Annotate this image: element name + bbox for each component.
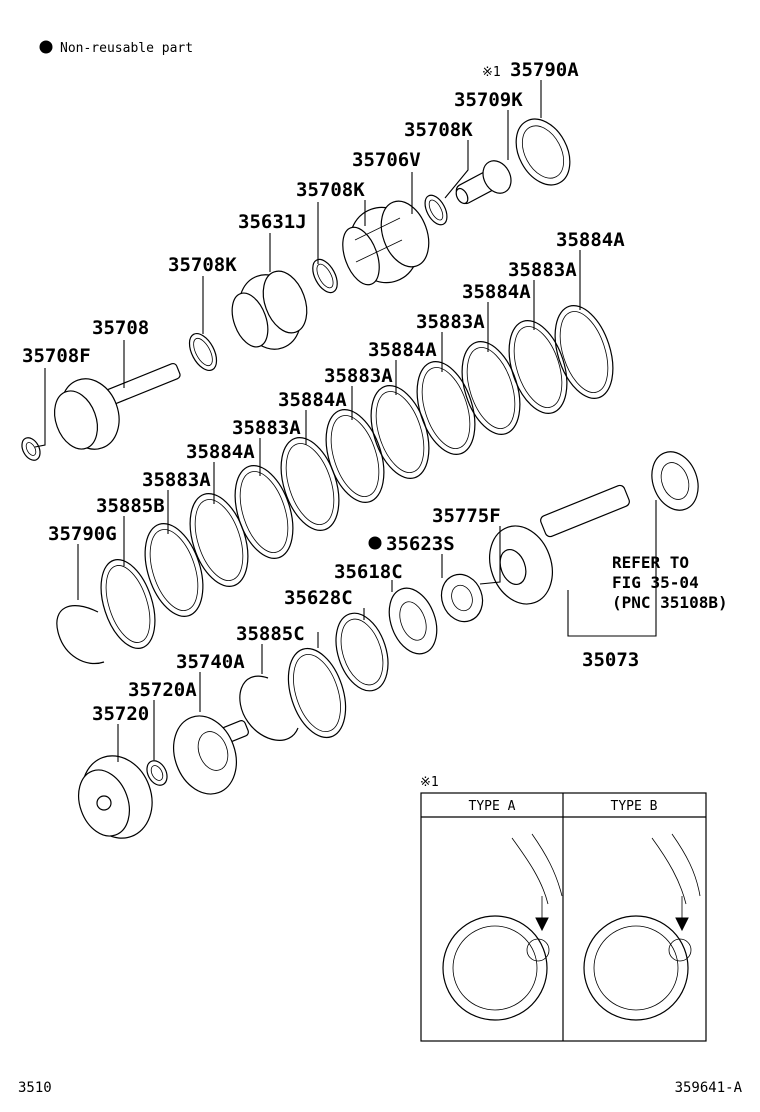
label-35884A-3: 35884A <box>368 339 437 361</box>
refer-note-line-3: (PNC 35108B) <box>612 593 728 612</box>
label-35775F: 35775F <box>432 505 501 527</box>
part-35628C-ring <box>335 612 389 692</box>
refer-note-line-1: REFER TO <box>612 553 689 572</box>
type-b-ring-illustration <box>583 833 701 1021</box>
label-35884A-2: 35884A <box>462 281 531 303</box>
label-35740A: 35740A <box>176 651 245 673</box>
non-reusable-dot-icon <box>368 536 382 550</box>
label-35884A-4: 35884A <box>278 389 347 411</box>
non-reusable-dot-icon <box>39 40 53 54</box>
part-35708K-snap-ring-b <box>312 258 338 294</box>
ref-mark-1: ※1 <box>482 65 501 80</box>
label-35885B: 35885B <box>96 495 165 517</box>
part-35885C-plate <box>287 647 347 739</box>
label-35708F: 35708F <box>22 345 91 367</box>
part-35790G-snap-ring <box>56 605 105 664</box>
label-35708K-a: 35708K <box>404 119 473 141</box>
part-labels: ※1 35790A 35709K 35708K 35706V 35708K 35… <box>22 59 728 725</box>
label-35883A-3: 35883A <box>324 365 393 387</box>
part-35073-shaft-assembly <box>489 484 630 605</box>
part-35720-carrier <box>78 755 153 839</box>
label-35883A-2: 35883A <box>416 311 485 333</box>
legend-text: Non-reusable part <box>60 41 193 56</box>
part-35708F-ring <box>21 437 41 461</box>
label-35883A-1: 35883A <box>508 259 577 281</box>
label-35884A-5: 35884A <box>186 441 255 463</box>
detail-box-ref: ※1 <box>420 775 439 790</box>
label-35790G: 35790G <box>48 523 117 545</box>
part-35706V-drum <box>342 200 430 286</box>
part-35623S-bearing <box>440 573 484 623</box>
label-35708: 35708 <box>92 317 149 339</box>
part-35790A-ring <box>515 118 571 186</box>
label-35618C: 35618C <box>334 561 403 583</box>
label-35706V: 35706V <box>352 149 421 171</box>
detail-box: ※1 TYPE A TYPE B <box>420 775 707 1042</box>
label-35628C: 35628C <box>284 587 353 609</box>
part-35618C-thrust-race <box>388 587 438 655</box>
type-b-heading: TYPE B <box>611 799 658 814</box>
label-35884A-1: 35884A <box>556 229 625 251</box>
part-bearing-reference <box>651 451 699 511</box>
label-35720: 35720 <box>92 703 149 725</box>
part-35708K-snap-ring-c <box>188 333 218 371</box>
label-35883A-4: 35883A <box>232 417 301 439</box>
refer-note-line-2: FIG 35-04 <box>612 573 699 592</box>
label-35885C: 35885C <box>236 623 305 645</box>
label-35720A: 35720A <box>128 679 197 701</box>
leader-lines <box>34 80 657 762</box>
label-35790A: 35790A <box>510 59 579 81</box>
part-35720A-gear <box>173 715 250 795</box>
part-35740A-snap-ring <box>239 675 299 741</box>
part-35708K-snap-ring-a <box>424 194 448 226</box>
footer-right-code: 359641-A <box>675 1080 743 1096</box>
label-35623S: 35623S <box>386 533 455 555</box>
part-35708-shaft-gear <box>53 362 181 450</box>
label-35709K: 35709K <box>454 89 523 111</box>
legend: Non-reusable part <box>39 40 193 56</box>
type-a-heading: TYPE A <box>469 799 516 814</box>
label-35883A-5: 35883A <box>142 469 211 491</box>
label-35708K-b: 35708K <box>296 179 365 201</box>
part-35631J-hub <box>231 270 308 350</box>
part-clutch-plate-stack <box>100 305 614 649</box>
label-35631J: 35631J <box>238 211 307 233</box>
footer-left-code: 3510 <box>18 1080 52 1096</box>
label-35073: 35073 <box>582 649 639 671</box>
type-a-ring-illustration <box>442 833 563 1021</box>
label-35708K-c: 35708K <box>168 254 237 276</box>
part-35709K-shaft <box>455 160 512 205</box>
part-35720A-ring <box>146 760 168 786</box>
